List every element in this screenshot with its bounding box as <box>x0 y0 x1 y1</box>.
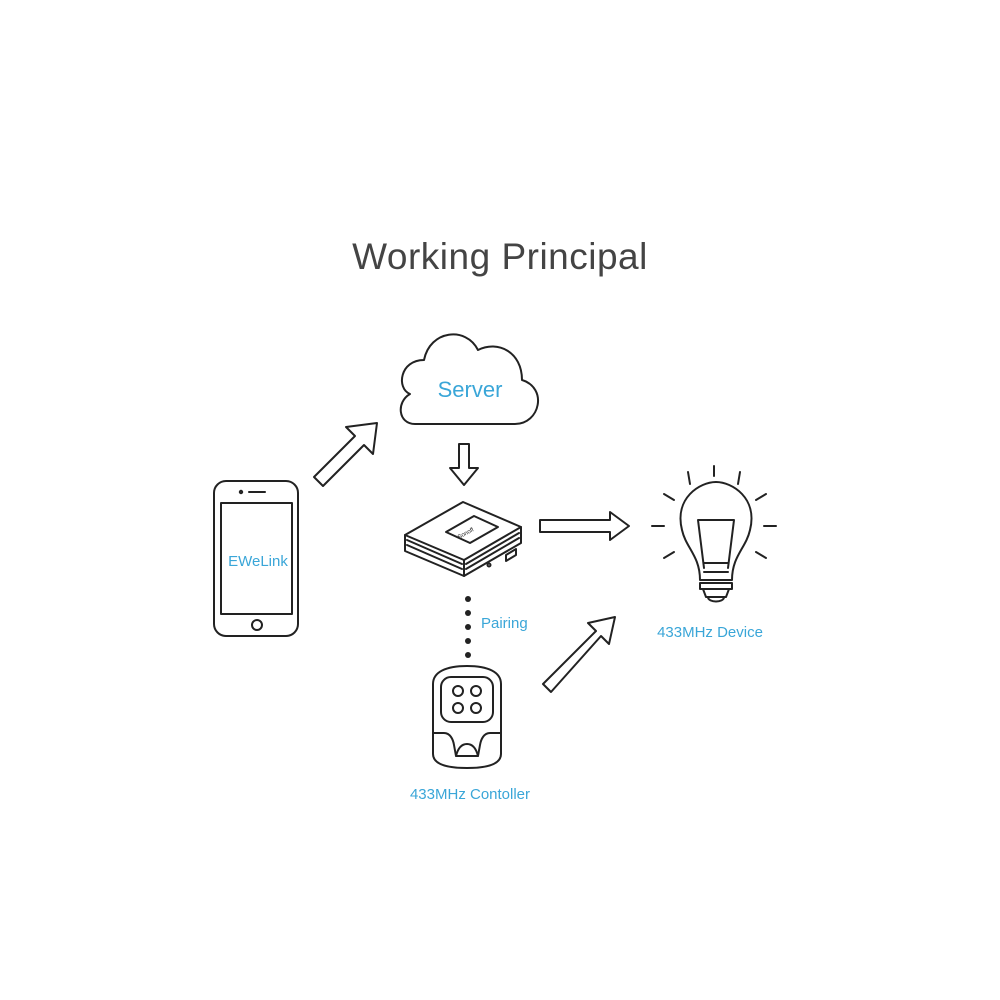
light-bulb-icon <box>681 482 752 602</box>
arrow-server-to-bridge <box>450 444 478 485</box>
controller-label: 433MHz Contoller <box>409 786 531 803</box>
pairing-dots <box>465 596 471 658</box>
cloud-icon <box>401 334 538 424</box>
ewelink-app-label: EWeLink <box>228 553 288 570</box>
device-label: 433MHz Device <box>657 624 763 641</box>
bridge-brand-text: Sonoff <box>457 527 475 541</box>
server-label: Server <box>437 377 503 402</box>
remote-controller-icon <box>433 666 501 768</box>
arrow-bridge-to-device <box>540 512 629 540</box>
arrow-controller-to-device <box>543 617 615 692</box>
smartphone-icon <box>214 481 298 636</box>
light-rays-icon <box>652 466 776 558</box>
arrow-phone-to-server <box>314 423 377 486</box>
diagram-title: Working Principal <box>352 236 648 277</box>
pairing-label: Pairing <box>481 615 528 632</box>
rf-bridge-icon <box>405 502 521 576</box>
